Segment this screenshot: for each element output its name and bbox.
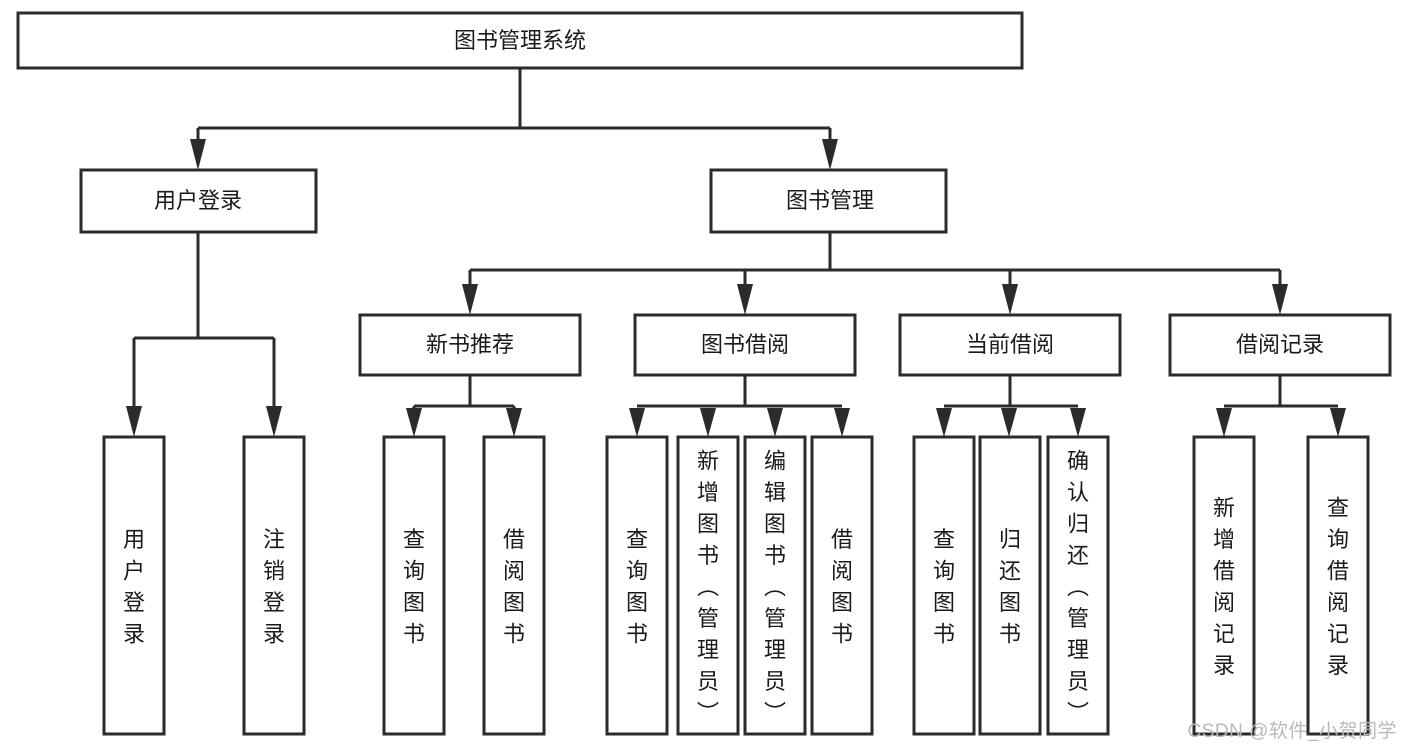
leaf-current-borrow-3[interactable] [1046, 435, 1110, 736]
leaf-book-borrow-3-label: 编辑图书︵管理员︶ [764, 448, 786, 725]
node-current-borrow-label: 当前借阅 [966, 332, 1054, 357]
node-user-login-label: 用户登录 [154, 188, 242, 213]
leaf-user-login-1-box[interactable] [102, 435, 166, 736]
node-book-management-box[interactable] [709, 168, 948, 234]
node-new-book-recommend-box[interactable] [358, 313, 582, 377]
leaf-new-book-1-box[interactable] [382, 435, 446, 736]
arrow-head-bb-leaf-3 [767, 408, 783, 437]
arrow-head-book-borrow [737, 284, 753, 315]
node-root[interactable]: 图书管理系统 [16, 11, 1024, 70]
leaf-new-book-1[interactable] [382, 435, 446, 736]
node-borrow-record-box[interactable] [1168, 313, 1392, 377]
leaf-book-borrow-4-box[interactable] [810, 435, 874, 736]
leaf-current-borrow-2-label: 归还图书 [999, 527, 1021, 647]
leaf-borrow-record-2-label: 查询借阅记录 [1327, 496, 1349, 679]
leaf-user-login-2-box[interactable] [242, 435, 306, 736]
leaf-book-borrow-2[interactable] [676, 435, 740, 736]
leaf-book-borrow-1-box[interactable] [605, 435, 669, 736]
node-current-borrow-box[interactable] [898, 313, 1122, 377]
node-root-box[interactable] [16, 11, 1024, 70]
leaf-user-login-2-label: 注销登录 [263, 527, 285, 647]
leaf-current-borrow-1-label: 查询图书 [933, 527, 955, 647]
arrow-head-new-book [462, 284, 478, 315]
arrow-head-book-mgmt [822, 139, 838, 170]
arrow-head-leaf-logout [266, 406, 282, 437]
arrow-head-br-leaf-1 [1216, 408, 1232, 437]
leaf-user-login-1[interactable] [102, 435, 166, 736]
node-book-borrow-label: 图书借阅 [701, 332, 789, 357]
arrow-head-user-login [190, 139, 206, 170]
node-borrow-record-label: 借阅记录 [1236, 332, 1324, 357]
arrow-head-borrow-record [1272, 284, 1288, 315]
node-book-borrow[interactable]: 图书借阅 [633, 313, 857, 377]
leaf-borrow-record-2[interactable] [1306, 435, 1370, 736]
leaf-user-login-2[interactable] [242, 435, 306, 736]
arrow-head-nb-leaf-1 [406, 408, 422, 437]
leaf-current-borrow-1[interactable] [912, 435, 976, 736]
leaf-book-borrow-4[interactable] [810, 435, 874, 736]
arrow-head-cb-leaf-3 [1070, 408, 1086, 437]
arrow-head-bb-leaf-2 [700, 408, 716, 437]
leaf-borrow-record-2-box[interactable] [1306, 435, 1370, 736]
arrow-head-cb-leaf-2 [1001, 408, 1017, 437]
leaf-book-borrow-3-box[interactable] [743, 435, 807, 736]
leaf-label-group: 用户登录 注销登录 查询图书 借阅图书 查询图书 新增图书︵管理员︶ 编辑图书︵管理员︶ 借阅… [123, 448, 1349, 725]
node-new-book-recommend-label: 新书推荐 [426, 332, 514, 357]
node-borrow-record[interactable]: 借阅记录 [1168, 313, 1392, 377]
leaf-new-book-2-box[interactable] [482, 435, 546, 736]
leaf-new-book-2[interactable] [482, 435, 546, 736]
leaf-current-borrow-2-box[interactable] [978, 435, 1042, 736]
leaf-user-login-1-label: 用户登录 [123, 527, 145, 647]
arrow-head-nb-leaf-2 [506, 408, 522, 437]
arrow-head-cb-leaf-1 [936, 408, 952, 437]
leaf-current-borrow-2[interactable] [978, 435, 1042, 736]
leaf-book-borrow-2-label: 新增图书︵管理员︶ [697, 448, 719, 725]
connector-group [126, 68, 1346, 437]
node-root-label: 图书管理系统 [454, 28, 586, 53]
node-current-borrow[interactable]: 当前借阅 [898, 313, 1122, 377]
leaf-current-borrow-1-box[interactable] [912, 435, 976, 736]
arrow-head-current-borrow [1002, 284, 1018, 315]
node-book-management[interactable]: 图书管理 [709, 168, 948, 234]
leaf-book-borrow-1[interactable] [605, 435, 669, 736]
leaf-new-book-2-label: 借阅图书 [503, 527, 525, 647]
arrow-head-bb-leaf-1 [629, 408, 645, 437]
node-book-borrow-box[interactable] [633, 313, 857, 377]
arrow-head-br-leaf-2 [1330, 408, 1346, 437]
node-new-book-recommend[interactable]: 新书推荐 [358, 313, 582, 377]
node-book-management-label: 图书管理 [786, 188, 874, 213]
node-user-login-box[interactable] [79, 168, 318, 234]
leaf-borrow-record-1[interactable] [1192, 435, 1256, 736]
leaf-book-borrow-1-label: 查询图书 [626, 527, 648, 647]
leaf-book-borrow-3[interactable] [743, 435, 807, 736]
leaf-new-book-1-label: 查询图书 [403, 527, 425, 647]
leaf-borrow-record-1-box[interactable] [1192, 435, 1256, 736]
leaf-borrow-record-1-label: 新增借阅记录 [1213, 496, 1235, 679]
leaf-current-borrow-3-box[interactable] [1046, 435, 1110, 736]
arrow-head-leaf-user-login [126, 406, 142, 437]
leaf-current-borrow-3-label: 确认归还︵管理员︶ [1067, 448, 1089, 725]
arrow-head-bb-leaf-4 [834, 408, 850, 437]
node-user-login[interactable]: 用户登录 [79, 168, 318, 234]
leaf-book-borrow-2-box[interactable] [676, 435, 740, 736]
leaf-book-borrow-4-label: 借阅图书 [831, 527, 853, 647]
